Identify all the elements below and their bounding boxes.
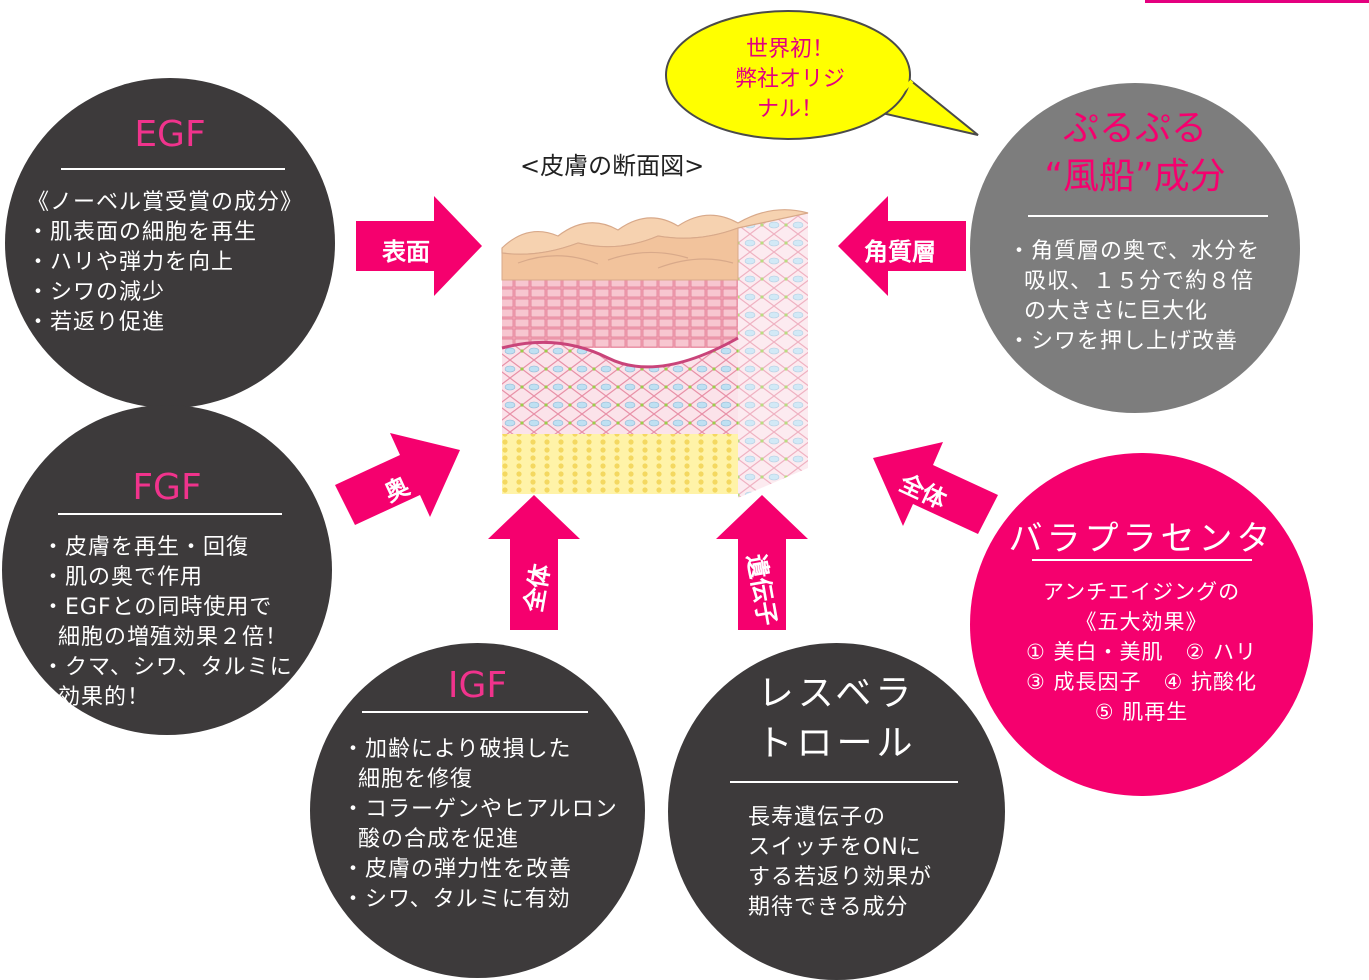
top-accent-line [1145, 0, 1369, 3]
rose-placenta-title: バラプラセンタ [1008, 519, 1275, 559]
skin-cross-section-image [501, 209, 809, 498]
arrow-surface-label: 表面 [382, 238, 430, 266]
arrow-deep [335, 433, 460, 525]
arrow-surface [356, 196, 482, 296]
igf-title: IGF [447, 665, 508, 706]
egf-description: 《ノーベル賞受賞の成分》 ・肌表面の細胞を再生 ・ハリや弾力を向上 ・シワの減少… [27, 190, 304, 335]
egf-circle: EGF 《ノーベル賞受賞の成分》 ・肌表面の細胞を再生 ・ハリや弾力を向上 ・シ… [5, 78, 335, 408]
balloon-ingredient-title: ぷるぷる “風船”成分 [1044, 108, 1226, 197]
arrow-stratum-corneum [838, 196, 966, 296]
resveratrol-circle: レスベラ トロール 長寿遺伝子の スイッチをONに する若返り効果が 期待できる… [668, 643, 1005, 980]
balloon-ingredient-description: ・角質層の奥で、水分を 吸収、１５分で約８倍 の大きさに巨大化 ・シワを押し上げ… [1008, 239, 1261, 354]
fgf-title: FGF [132, 467, 202, 508]
arrow-whole-left [488, 495, 580, 630]
speech-bubble [665, 10, 979, 140]
resveratrol-title: レスベラ トロール [756, 673, 917, 764]
igf-description: ・加齢により破損した 細胞を修復 ・コラーゲンやヒアルロン 酸の合成を促進 ・皮… [342, 737, 618, 912]
arrow-gene [716, 495, 808, 630]
speech-bubble-text: 世界初！ 弊社オリジ ナル！ [734, 37, 845, 122]
balloon-ingredient-circle: ぷるぷる “風船”成分 ・角質層の奥で、水分を 吸収、１５分で約８倍 の大きさに… [970, 83, 1300, 413]
fgf-divider [58, 513, 282, 515]
arrow-whole-right [873, 442, 998, 534]
diagram-caption: <皮膚の断面図> [520, 152, 705, 180]
fgf-description: ・皮膚を再生・回復 ・肌の奥で作用 ・EGFとの同時使用で 細胞の増殖効果２倍！… [42, 535, 293, 710]
egf-title: EGF [134, 114, 206, 155]
igf-circle: IGF ・加齢により破損した 細胞を修復 ・コラーゲンやヒアルロン 酸の合成を促… [310, 643, 645, 978]
resveratrol-divider [730, 781, 958, 783]
igf-divider [362, 711, 588, 713]
fgf-circle: FGF ・皮膚を再生・回復 ・肌の奥で作用 ・EGFとの同時使用で 細胞の増殖効… [2, 405, 332, 735]
balloon-ingredient-divider [1028, 215, 1268, 217]
arrow-stratum-corneum-label: 角質層 [864, 238, 936, 266]
rose-placenta-divider [1032, 559, 1252, 561]
rose-placenta-description: アンチエイジングの 《五大効果》 ① 美白・美肌 ② ハリ ③ 成長因子 ④ 抗… [1025, 580, 1257, 724]
egf-divider [61, 168, 285, 170]
rose-placenta-circle: バラプラセンタ アンチエイジングの 《五大効果》 ① 美白・美肌 ② ハリ ③ … [970, 453, 1313, 796]
resveratrol-description: 長寿遺伝子の スイッチをONに する若返り効果が 期待できる成分 [748, 805, 933, 920]
